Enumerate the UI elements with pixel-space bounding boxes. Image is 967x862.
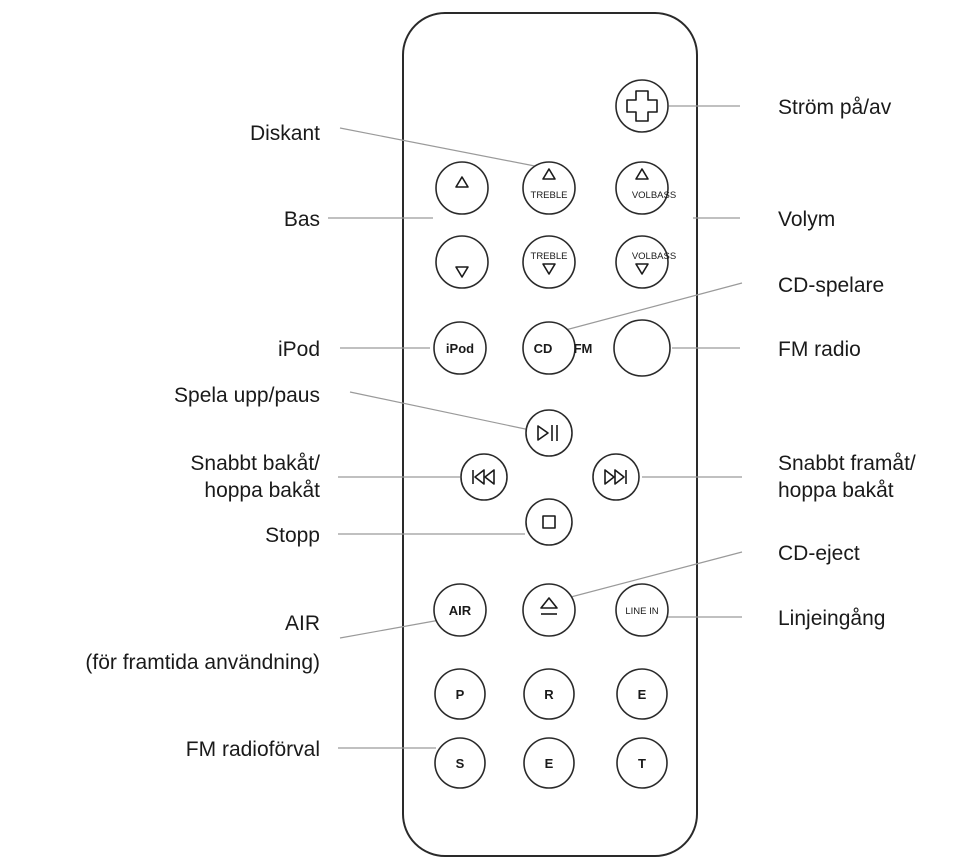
power-button[interactable]: [615, 79, 669, 133]
callout-forward-line1: Snabbt framåt/: [778, 452, 916, 475]
eject-icon: [540, 597, 558, 615]
bass-up-button[interactable]: [435, 161, 489, 215]
fm-button[interactable]: [613, 319, 671, 377]
rewind-icon: [472, 469, 495, 485]
treble-up-button[interactable]: TREBLE: [522, 161, 576, 215]
callout-rewind-line1: Snabbt bakåt/: [190, 452, 320, 475]
triangle-up-icon: [542, 168, 556, 180]
volbass-up-button[interactable]: VOLBASS: [615, 161, 676, 215]
callout-bass: Bas: [284, 208, 320, 231]
triangle-down-icon: [542, 263, 556, 275]
cd-label: CD: [534, 341, 553, 356]
callout-air-line1: AIR: [285, 612, 320, 635]
treble-up-label: TREBLE: [531, 190, 568, 201]
treble-down-button[interactable]: TREBLE: [522, 235, 576, 289]
preset-e-button[interactable]: E: [616, 668, 668, 720]
triangle-up-icon: [635, 168, 649, 180]
rewind-button[interactable]: [460, 453, 508, 501]
callout-stop: Stopp: [265, 524, 320, 547]
play-pause-button[interactable]: [525, 409, 573, 457]
volbass-up-label: VOLBASS: [632, 190, 676, 201]
volbass-down-label: VOLBASS: [632, 251, 676, 262]
callout-volume: Volym: [778, 208, 835, 231]
leader-play: [349, 391, 531, 431]
ipod-button[interactable]: iPod: [433, 321, 487, 375]
air-button[interactable]: AIR: [433, 583, 487, 637]
callout-air-line2: (för framtida användning): [85, 651, 320, 674]
callout-treble: Diskant: [250, 122, 320, 145]
play-pause-icon: [537, 425, 558, 441]
leader-air: [339, 619, 441, 639]
fast-forward-icon: [604, 469, 627, 485]
callout-forward-line2: hoppa bakåt: [778, 479, 894, 502]
treble-down-label: TREBLE: [531, 251, 568, 262]
callout-play-pause: Spela upp/paus: [174, 384, 320, 407]
callout-cd-eject: CD-eject: [778, 542, 860, 565]
preset-e-label: E: [638, 687, 647, 702]
triangle-down-icon: [635, 263, 649, 275]
bass-down-button[interactable]: [435, 235, 489, 289]
line-in-label: LINE IN: [625, 606, 658, 617]
callout-rewind-line2: hoppa bakåt: [204, 479, 320, 502]
triangle-up-icon: [455, 176, 469, 188]
air-label: AIR: [449, 603, 472, 618]
line-in-button[interactable]: LINE IN: [615, 583, 669, 637]
callout-line-in: Linjeingång: [778, 607, 885, 630]
fast-forward-button[interactable]: [592, 453, 640, 501]
fm-label: FM: [574, 341, 593, 356]
stop-button[interactable]: [525, 498, 573, 546]
ipod-label: iPod: [446, 341, 474, 356]
preset-r-button[interactable]: R: [523, 668, 575, 720]
callout-cd-player: CD-spelare: [778, 274, 884, 297]
leader-treble: [339, 127, 546, 169]
leader-lines: [328, 105, 743, 749]
preset-p-button[interactable]: P: [434, 668, 486, 720]
preset-e2-label: E: [545, 756, 554, 771]
preset-t-label: T: [638, 756, 646, 771]
leader-eject: [547, 551, 743, 604]
eject-button[interactable]: [522, 583, 576, 637]
preset-s-label: S: [456, 756, 465, 771]
preset-r-label: R: [544, 687, 554, 702]
power-cross-icon: [626, 90, 658, 122]
preset-p-label: P: [456, 687, 465, 702]
stop-icon: [542, 515, 556, 529]
callout-power: Ström på/av: [778, 96, 892, 119]
cd-button[interactable]: CD FM: [522, 321, 593, 375]
preset-t-button[interactable]: T: [616, 737, 668, 789]
leader-cd: [557, 282, 743, 333]
preset-e2-button[interactable]: E: [523, 737, 575, 789]
triangle-down-icon: [455, 266, 469, 278]
volbass-down-button[interactable]: VOLBASS: [615, 235, 676, 289]
preset-s-button[interactable]: S: [434, 737, 486, 789]
callout-fm-preset: FM radioförval: [186, 738, 320, 761]
callout-ipod: iPod: [278, 338, 320, 361]
callout-fm-radio: FM radio: [778, 338, 861, 361]
